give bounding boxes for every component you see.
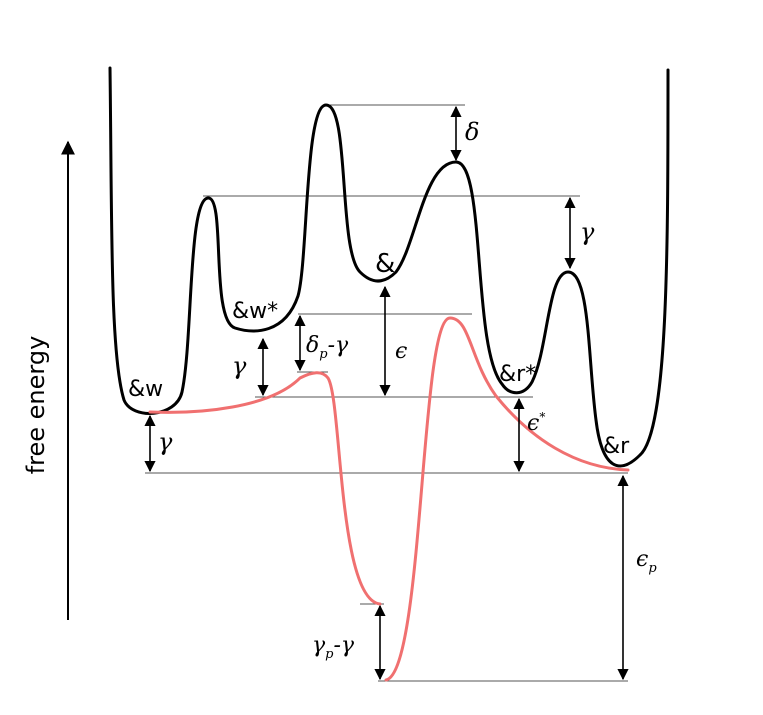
minus-gamma: -γ: [333, 633, 354, 658]
p-subscript: p: [325, 647, 334, 662]
delta-symbol: δ: [306, 333, 319, 358]
p-subscript: p: [319, 347, 328, 362]
label-gamma-right: γ: [580, 218, 595, 246]
free-energy-curve: [108, 66, 670, 468]
guide-lines: [145, 104, 628, 682]
state-label-center: &: [375, 249, 395, 279]
state-label-r: &r: [603, 434, 630, 459]
epsilon-symbol: ϵ: [527, 411, 539, 436]
label-epsilon: ϵ: [395, 339, 407, 364]
pathway-curve: [148, 371, 382, 606]
energy-gap-arrows: [144, 105, 629, 681]
label-gamma-left: γ: [158, 428, 173, 456]
label-delta: δ: [465, 118, 479, 146]
y-axis-label: free energy: [22, 336, 50, 475]
pathway-curve-right: [384, 316, 630, 682]
minus-gamma: -γ: [328, 333, 349, 358]
p-subscript: p: [648, 561, 657, 576]
gamma-symbol: γ: [312, 633, 326, 658]
star-superscript: *: [539, 410, 545, 424]
label-gamma-p-minus-gamma: γp-γ: [312, 633, 355, 662]
state-label-r-star: &r*: [499, 362, 536, 387]
state-label-w-star: &w*: [232, 299, 278, 324]
label-epsilon-star: ϵ*: [527, 410, 545, 436]
label-gamma-wstar: γ: [232, 352, 247, 380]
state-label-w: &w: [128, 377, 163, 402]
epsilon-symbol: ϵ: [636, 547, 648, 572]
label-delta-p-minus-gamma: δp-γ: [306, 333, 349, 362]
label-epsilon-p: ϵp: [636, 547, 657, 576]
